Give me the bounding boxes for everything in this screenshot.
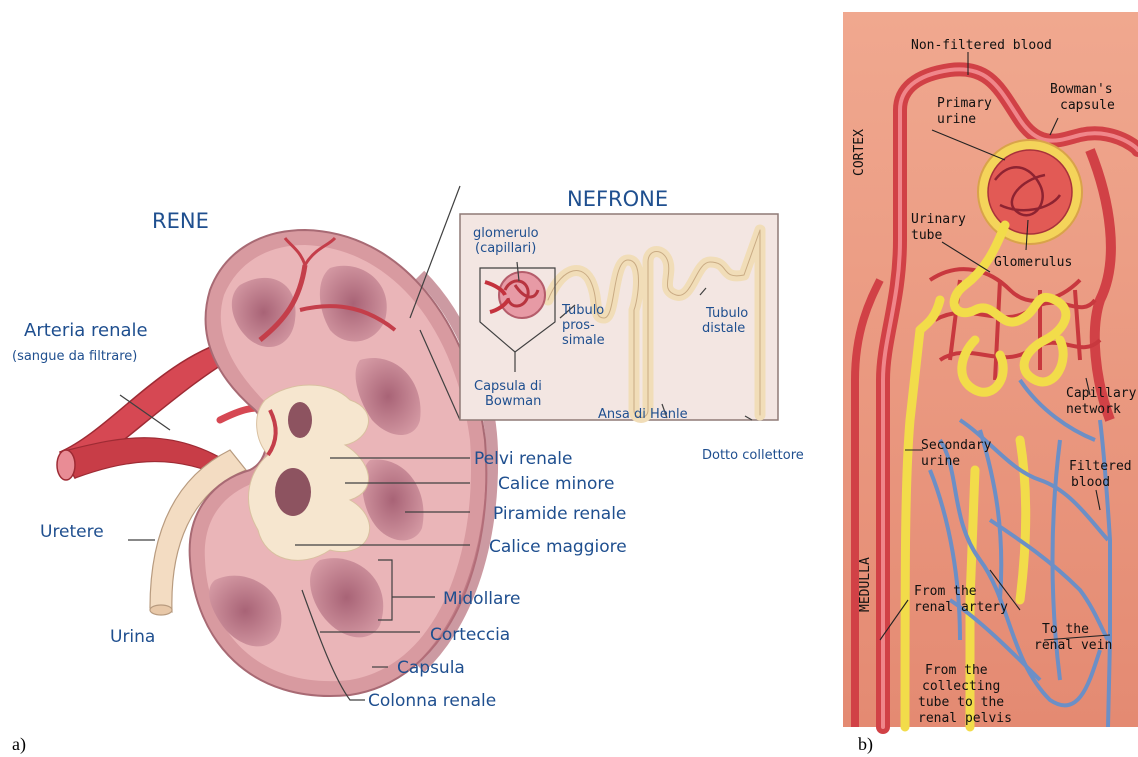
label-tube-to-the: tube to the [918, 695, 1004, 710]
label-capsula-di-bowman-1: Capsula di [474, 379, 542, 394]
label-secondary: Secondary [921, 438, 992, 453]
label-bowmans-capsule: capsule [1060, 98, 1115, 113]
label-midollare: Midollare [443, 589, 521, 609]
label-non-filtered-blood: Non-filtered blood [911, 38, 1052, 53]
label-capillary-network: network [1066, 402, 1121, 417]
nefrone-title: NEFRONE [567, 187, 668, 211]
label-primary-urine: urine [937, 112, 976, 127]
label-capsula: Capsula [397, 658, 465, 678]
panel-a: RENE NEFRONE Arteria renale (sangue da f… [12, 186, 804, 755]
panel-b: Non-filtered blood CORTEX MEDULLA Primar… [843, 12, 1138, 755]
label-capsula-di-bowman-2: Bowman [485, 394, 541, 409]
label-tubulo-prossimale-1: Tubulo [561, 303, 604, 318]
label-uretere: Uretere [40, 522, 104, 542]
label-urina: Urina [110, 627, 155, 647]
label-from-the-collecting: From the [925, 663, 988, 678]
label-calice-maggiore: Calice maggiore [489, 537, 627, 557]
label-cortex: CORTEX [852, 129, 867, 176]
label-renal-artery: renal artery [914, 600, 1008, 615]
label-corteccia: Corteccia [430, 625, 510, 645]
label-renal-pelvis: renal pelvis [918, 711, 1012, 726]
rene-title: RENE [152, 209, 209, 233]
label-sangue-da-filtrare: (sangue da filtrare) [12, 349, 137, 364]
label-tubulo-prossimale-3: simale [562, 333, 605, 348]
label-piramide-renale: Piramide renale [493, 504, 626, 524]
label-collecting: collecting [922, 679, 1000, 694]
label-ansa-di-henle: Ansa di Henle [598, 407, 688, 422]
label-secondary-urine: urine [921, 454, 960, 469]
label-from-the-artery: From the [914, 584, 977, 599]
label-filtered: Filtered [1069, 459, 1132, 474]
panel-label-b: b) [858, 734, 873, 755]
label-bowmans: Bowman's [1050, 82, 1113, 97]
label-medulla: MEDULLA [858, 557, 873, 612]
label-renal-vein: renal vein [1034, 638, 1112, 653]
label-arteria-renale: Arteria renale [24, 320, 148, 341]
label-tubulo-distale-2: distale [702, 321, 745, 336]
label-urinary-tube: tube [911, 228, 942, 243]
label-capillari: (capillari) [475, 241, 536, 256]
label-glomerulus: Glomerulus [994, 255, 1072, 270]
label-pelvi-renale: Pelvi renale [474, 449, 572, 469]
label-to-the: To the [1042, 622, 1089, 637]
label-filtered-blood: blood [1071, 475, 1110, 490]
label-dotto-collettore: Dotto collettore [702, 448, 804, 463]
label-urinary: Urinary [911, 212, 966, 227]
label-colonna-renale: Colonna renale [368, 691, 496, 711]
label-capillary: Capillary [1066, 386, 1137, 401]
label-tubulo-prossimale-2: pros- [562, 318, 595, 333]
label-glomerulo: glomerulo [473, 226, 539, 241]
label-calice-minore: Calice minore [498, 474, 614, 494]
label-tubulo-distale-1: Tubulo [705, 306, 748, 321]
label-primary: Primary [937, 96, 992, 111]
panel-label-a: a) [12, 734, 26, 755]
